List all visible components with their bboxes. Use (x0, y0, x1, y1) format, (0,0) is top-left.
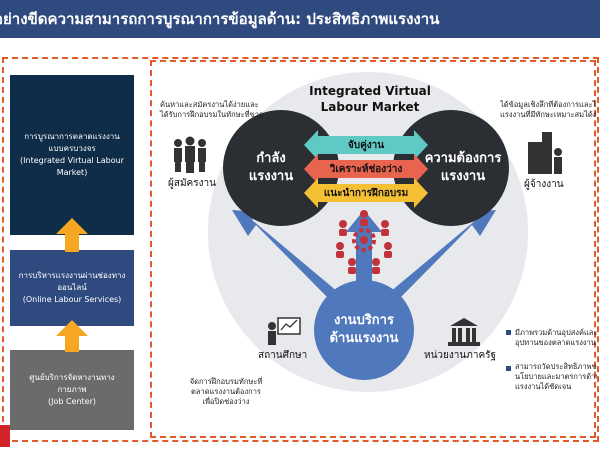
education-presenter-icon (268, 317, 301, 345)
job-seekers-icon (174, 136, 206, 173)
bullet-line: อุปทานของตลาดแรงงาน (515, 338, 596, 347)
bullet-line: แรงงานได้ชัดเจน (515, 382, 572, 391)
center-title-line: Labour Market (320, 100, 420, 114)
page-title: อย่างขีดความสามารถการบูรณาการข้อมูลด้าน:… (0, 10, 440, 28)
label-education: สถานศึกษา (258, 350, 308, 361)
arrow-to-labour-demand (390, 210, 496, 300)
dashed-frame-inner (150, 60, 596, 438)
logo (0, 425, 10, 447)
circle-text: แรงงาน (248, 169, 294, 184)
box-line: (Integrated Virtual Labour (20, 156, 124, 165)
note-employers: ได้ข้อมูลเชิงลึกที่ต้องการและได้รับ แรงง… (500, 100, 596, 120)
note-line: ค้นหาและสมัครงานได้ง่ายและ (160, 100, 259, 109)
circle-text: งานบริการ (334, 313, 394, 328)
labour-force-label: กำลัง แรงงาน (236, 150, 306, 186)
circle-text: ความต้องการ (424, 151, 502, 166)
band-job-matching (318, 136, 414, 154)
box-line: การบริหารแรงงานผ่านช่องทาง (18, 271, 126, 280)
bullet-list-government: มีภาพรวมด้านอุปสงค์และ อุปทานของตลาดแรงง… (515, 328, 597, 392)
bullet-line: สามารถวัดประสิทธิภาพของ (515, 362, 597, 371)
note-line: เพื่อปิดช่องว่าง (202, 397, 250, 406)
bullet-line: มีภาพรวมด้านอุปสงค์และ (515, 328, 597, 337)
label-employers: ผู้จ้างงาน (524, 179, 564, 190)
arrow-up-icon (56, 320, 88, 352)
bullet-line: นโยบายและมาตรการด้าน (515, 372, 597, 381)
labour-demand-label: ความต้องการ แรงงาน (418, 150, 508, 186)
note-line: ได้ข้อมูลเชิงลึกที่ต้องการและได้รับ (500, 100, 596, 109)
box-integrated-market: การบูรณาการตลาดแรงงาน แบบครบวงจร (Integr… (10, 75, 134, 235)
government-building-icon (448, 318, 480, 346)
box-online-services: การบริหารแรงงานผ่านช่องทาง ออนไลน์ (Onli… (10, 250, 134, 326)
employer-building-icon (528, 132, 562, 174)
band-label-gap-analysis: วิเคราะห์ช่องว่าง (329, 164, 403, 175)
box-line: (Job Center) (47, 397, 97, 406)
bullet-marker (506, 366, 511, 371)
box-line: แบบครบวงจร (48, 144, 96, 153)
band-gap-analysis (318, 160, 414, 178)
circle-text: กำลัง (256, 151, 286, 166)
box-line: ศูนย์บริการจัดหางานทาง (29, 373, 115, 382)
band-label-training: แนะนำการฝึกอบรม (323, 188, 409, 199)
labour-service-circle (314, 280, 414, 380)
box-line: กายภาพ (57, 385, 87, 394)
center-title-line: Integrated Virtual (309, 84, 431, 98)
box-line: (Online Labour Services) (22, 295, 122, 304)
arrow-up-icon (56, 218, 88, 252)
title-bar: อย่างขีดความสามารถการบูรณาการข้อมูลด้าน:… (0, 0, 600, 38)
note-education: จัดการฝึกอบรมทักษะที่ ตลาดแรงงานต้องการ … (176, 377, 276, 407)
circle-text: ด้านแรงงาน (329, 331, 399, 346)
band-training (318, 184, 414, 202)
center-title: Integrated Virtual Labour Market (300, 83, 440, 115)
box-line: ออนไลน์ (57, 283, 87, 292)
circle-text: แรงงาน (440, 169, 486, 184)
band-label-job-matching: จับคู่งาน (347, 140, 385, 151)
label-government: หน่วยงานภาครัฐ (424, 350, 497, 361)
label-job-seekers: ผู้สมัครงาน (168, 178, 216, 189)
note-line: ได้รับการฝึกอบรมในทักษะที่ขาด (160, 110, 264, 119)
note-job-seekers: ค้นหาและสมัครงานได้ง่ายและ ได้รับการฝึกอ… (160, 100, 264, 120)
dashed-frame-outer (2, 57, 599, 442)
bullet-marker (506, 330, 511, 335)
labour-service-label: งานบริการ ด้านแรงงาน (320, 312, 408, 348)
arrow-to-hub (346, 210, 382, 300)
arrow-to-labour-force (232, 210, 338, 300)
box-job-center: ศูนย์บริการจัดหางานทาง กายภาพ (Job Cente… (10, 350, 134, 430)
note-line: แรงงานที่มีทักษะเหมาะสมได้ง่าย (500, 110, 596, 119)
people-network-icon (336, 210, 392, 274)
box-line: Market) (56, 168, 88, 177)
box-line: การบูรณาการตลาดแรงงาน (24, 132, 120, 141)
note-line: ตลาดแรงงานต้องการ (191, 387, 261, 396)
note-line: จัดการฝึกอบรมทักษะที่ (189, 377, 263, 386)
